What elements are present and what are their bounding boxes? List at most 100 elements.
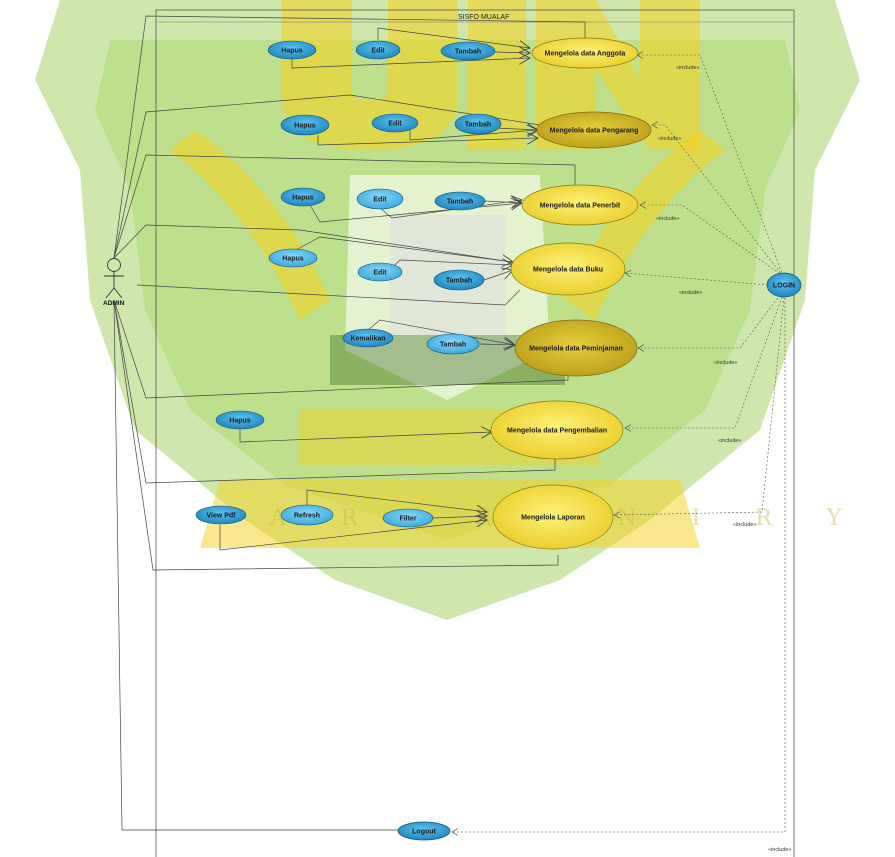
sub-pengarang-hapus-label: Hapus — [294, 123, 316, 130]
link-anggota-tambah — [494, 52, 530, 53]
sub-peminjaman-tambah-shape — [426, 333, 480, 355]
use-case-logout-shape — [397, 821, 451, 841]
sub-buku-edit-shape — [357, 262, 403, 282]
use-case-penerbit-label: Mengelola data Penerbit — [540, 203, 621, 210]
include-links — [452, 55, 786, 832]
use-case-penerbit-shape — [521, 184, 639, 226]
sub-anggota-tambah[interactable]: Tambah — [440, 41, 496, 61]
use-case-pengembalian[interactable]: Mengelola data Pengembalian — [490, 400, 624, 460]
sub-laporan-viewpdf[interactable]: View Pdf — [195, 505, 247, 525]
sub-anggota-tambah-shape — [440, 41, 496, 61]
sub-buku-hapus-label: Hapus — [282, 256, 304, 263]
link-pengarang-tambah — [494, 128, 538, 130]
use-case-login-label: LOGIN — [773, 283, 795, 290]
link-laporan-refresh — [306, 489, 487, 512]
admin-actor-leg-left — [105, 287, 115, 299]
use-case-pengarang-shape — [536, 111, 652, 149]
sub-laporan-filter-shape — [382, 508, 434, 528]
link-penerbit-tambah — [484, 201, 522, 203]
use-case-laporan-shape — [492, 484, 614, 550]
use-case-buku[interactable]: Mengelola data Buku — [510, 242, 626, 296]
include-label-buku: «include» — [679, 290, 703, 296]
include-pengarang — [652, 125, 784, 277]
link-buku-tambah — [483, 270, 513, 281]
link-laporan-viewpdf — [219, 520, 487, 551]
include-laporan — [614, 296, 785, 515]
sub-pengarang-tambah-shape — [454, 113, 502, 135]
use-case-peminjaman-shape — [514, 319, 638, 377]
sub-peminjaman-tambah-label: Tambah — [440, 342, 466, 349]
sub-penerbit-edit[interactable]: Edit — [356, 188, 404, 210]
use-case-pengarang-label: Mengelola data Pengarang — [550, 128, 639, 135]
use-case-pengembalian-shape — [490, 400, 624, 460]
use-case-buku-label: Mengelola data Buku — [533, 267, 603, 274]
include-label-penerbit: «include» — [656, 216, 680, 222]
use-case-buku-shape — [510, 242, 626, 296]
use-case-peminjaman[interactable]: Mengelola data Peminjaman — [514, 319, 638, 377]
include-pengembalian — [625, 296, 783, 428]
use-case-login[interactable]: LOGIN — [766, 272, 802, 298]
sub-anggota-hapus[interactable]: Hapus — [267, 40, 317, 60]
sub-laporan-viewpdf-shape — [195, 505, 247, 525]
use-case-login-shape — [766, 272, 802, 298]
sub-anggota-edit-shape — [355, 40, 401, 60]
sub-penerbit-tambah-shape — [434, 191, 486, 211]
assoc-logout — [113, 299, 398, 831]
link-anggota-hapus — [291, 58, 530, 69]
use-case-penerbit[interactable]: Mengelola data Penerbit — [521, 184, 639, 226]
use-case-peminjaman-label: Mengelola data Peminjaman — [529, 346, 623, 353]
sub-peminjaman-kembalikan-label: Kemalikan — [350, 336, 385, 343]
sub-peminjaman-tambah[interactable]: Tambah — [426, 333, 480, 355]
sub-anggota-edit[interactable]: Edit — [355, 40, 401, 60]
use-case-anggota-shape — [531, 37, 639, 69]
assoc-buku — [113, 224, 513, 263]
include-logout — [452, 298, 786, 832]
include-label-logout: «include» — [768, 847, 792, 853]
include-label-peminjaman: «include» — [714, 360, 738, 366]
sub-pengarang-tambah-label: Tambah — [465, 122, 491, 129]
use-case-logout[interactable]: Logout — [397, 821, 451, 841]
sub-buku-hapus-shape — [268, 248, 318, 268]
include-penerbit — [640, 205, 784, 277]
sub-laporan-refresh-shape — [280, 504, 334, 526]
sub-laporan-filter[interactable]: Filter — [382, 508, 434, 528]
sub-penerbit-hapus[interactable]: Hapus — [280, 187, 326, 207]
sub-pengarang-edit-shape — [371, 113, 419, 133]
link-peminjaman-tambah — [479, 344, 515, 345]
sub-pengarang-hapus[interactable]: Hapus — [280, 114, 330, 136]
sub-buku-edit[interactable]: Edit — [357, 262, 403, 282]
use-case-pengarang[interactable]: Mengelola data Pengarang — [536, 111, 652, 149]
associations — [113, 15, 586, 831]
use-case-logout-label: Logout — [412, 829, 436, 836]
sub-laporan-refresh[interactable]: Refresh — [280, 504, 334, 526]
sub-anggota-hapus-label: Hapus — [281, 48, 303, 55]
include-label-pengembalian: «include» — [718, 438, 742, 444]
sub-pengembalian-hapus-label: Hapus — [229, 418, 251, 425]
link-pengarang-edit — [409, 130, 538, 141]
sub-pengembalian-hapus-shape — [215, 410, 265, 430]
sub-laporan-refresh-label: Refresh — [294, 513, 320, 520]
use-case-laporan[interactable]: Mengelola Laporan — [492, 484, 614, 550]
sub-buku-tambah[interactable]: Tambah — [433, 269, 485, 291]
assoc-laporan — [113, 299, 559, 571]
use-case-anggota[interactable]: Mengelola data Anggota — [531, 37, 639, 69]
sub-pengembalian-hapus[interactable]: Hapus — [215, 410, 265, 430]
sub-penerbit-hapus-label: Hapus — [292, 195, 314, 202]
sub-buku-hapus[interactable]: Hapus — [268, 248, 318, 268]
include-label-laporan: «include» — [733, 522, 757, 528]
assoc-pengarang — [113, 94, 541, 259]
sub-penerbit-hapus-shape — [280, 187, 326, 207]
assoc-buku-return — [136, 284, 521, 306]
sub-peminjaman-kembalikan[interactable]: Kemalikan — [342, 328, 394, 348]
sub-anggota-edit-label: Edit — [371, 48, 385, 55]
include-labels: «include» «include» «include» «include» … — [656, 65, 792, 853]
sub-pengarang-tambah[interactable]: Tambah — [454, 113, 502, 135]
sub-pengarang-edit[interactable]: Edit — [371, 113, 419, 133]
sub-penerbit-tambah[interactable]: Tambah — [434, 191, 486, 211]
sub-anggota-tambah-label: Tambah — [455, 49, 481, 56]
include-label-anggota: «include» — [676, 65, 700, 71]
sub-pengarang-hapus-shape — [280, 114, 330, 136]
sub-buku-edit-label: Edit — [373, 270, 387, 277]
sub-penerbit-edit-label: Edit — [373, 197, 387, 204]
